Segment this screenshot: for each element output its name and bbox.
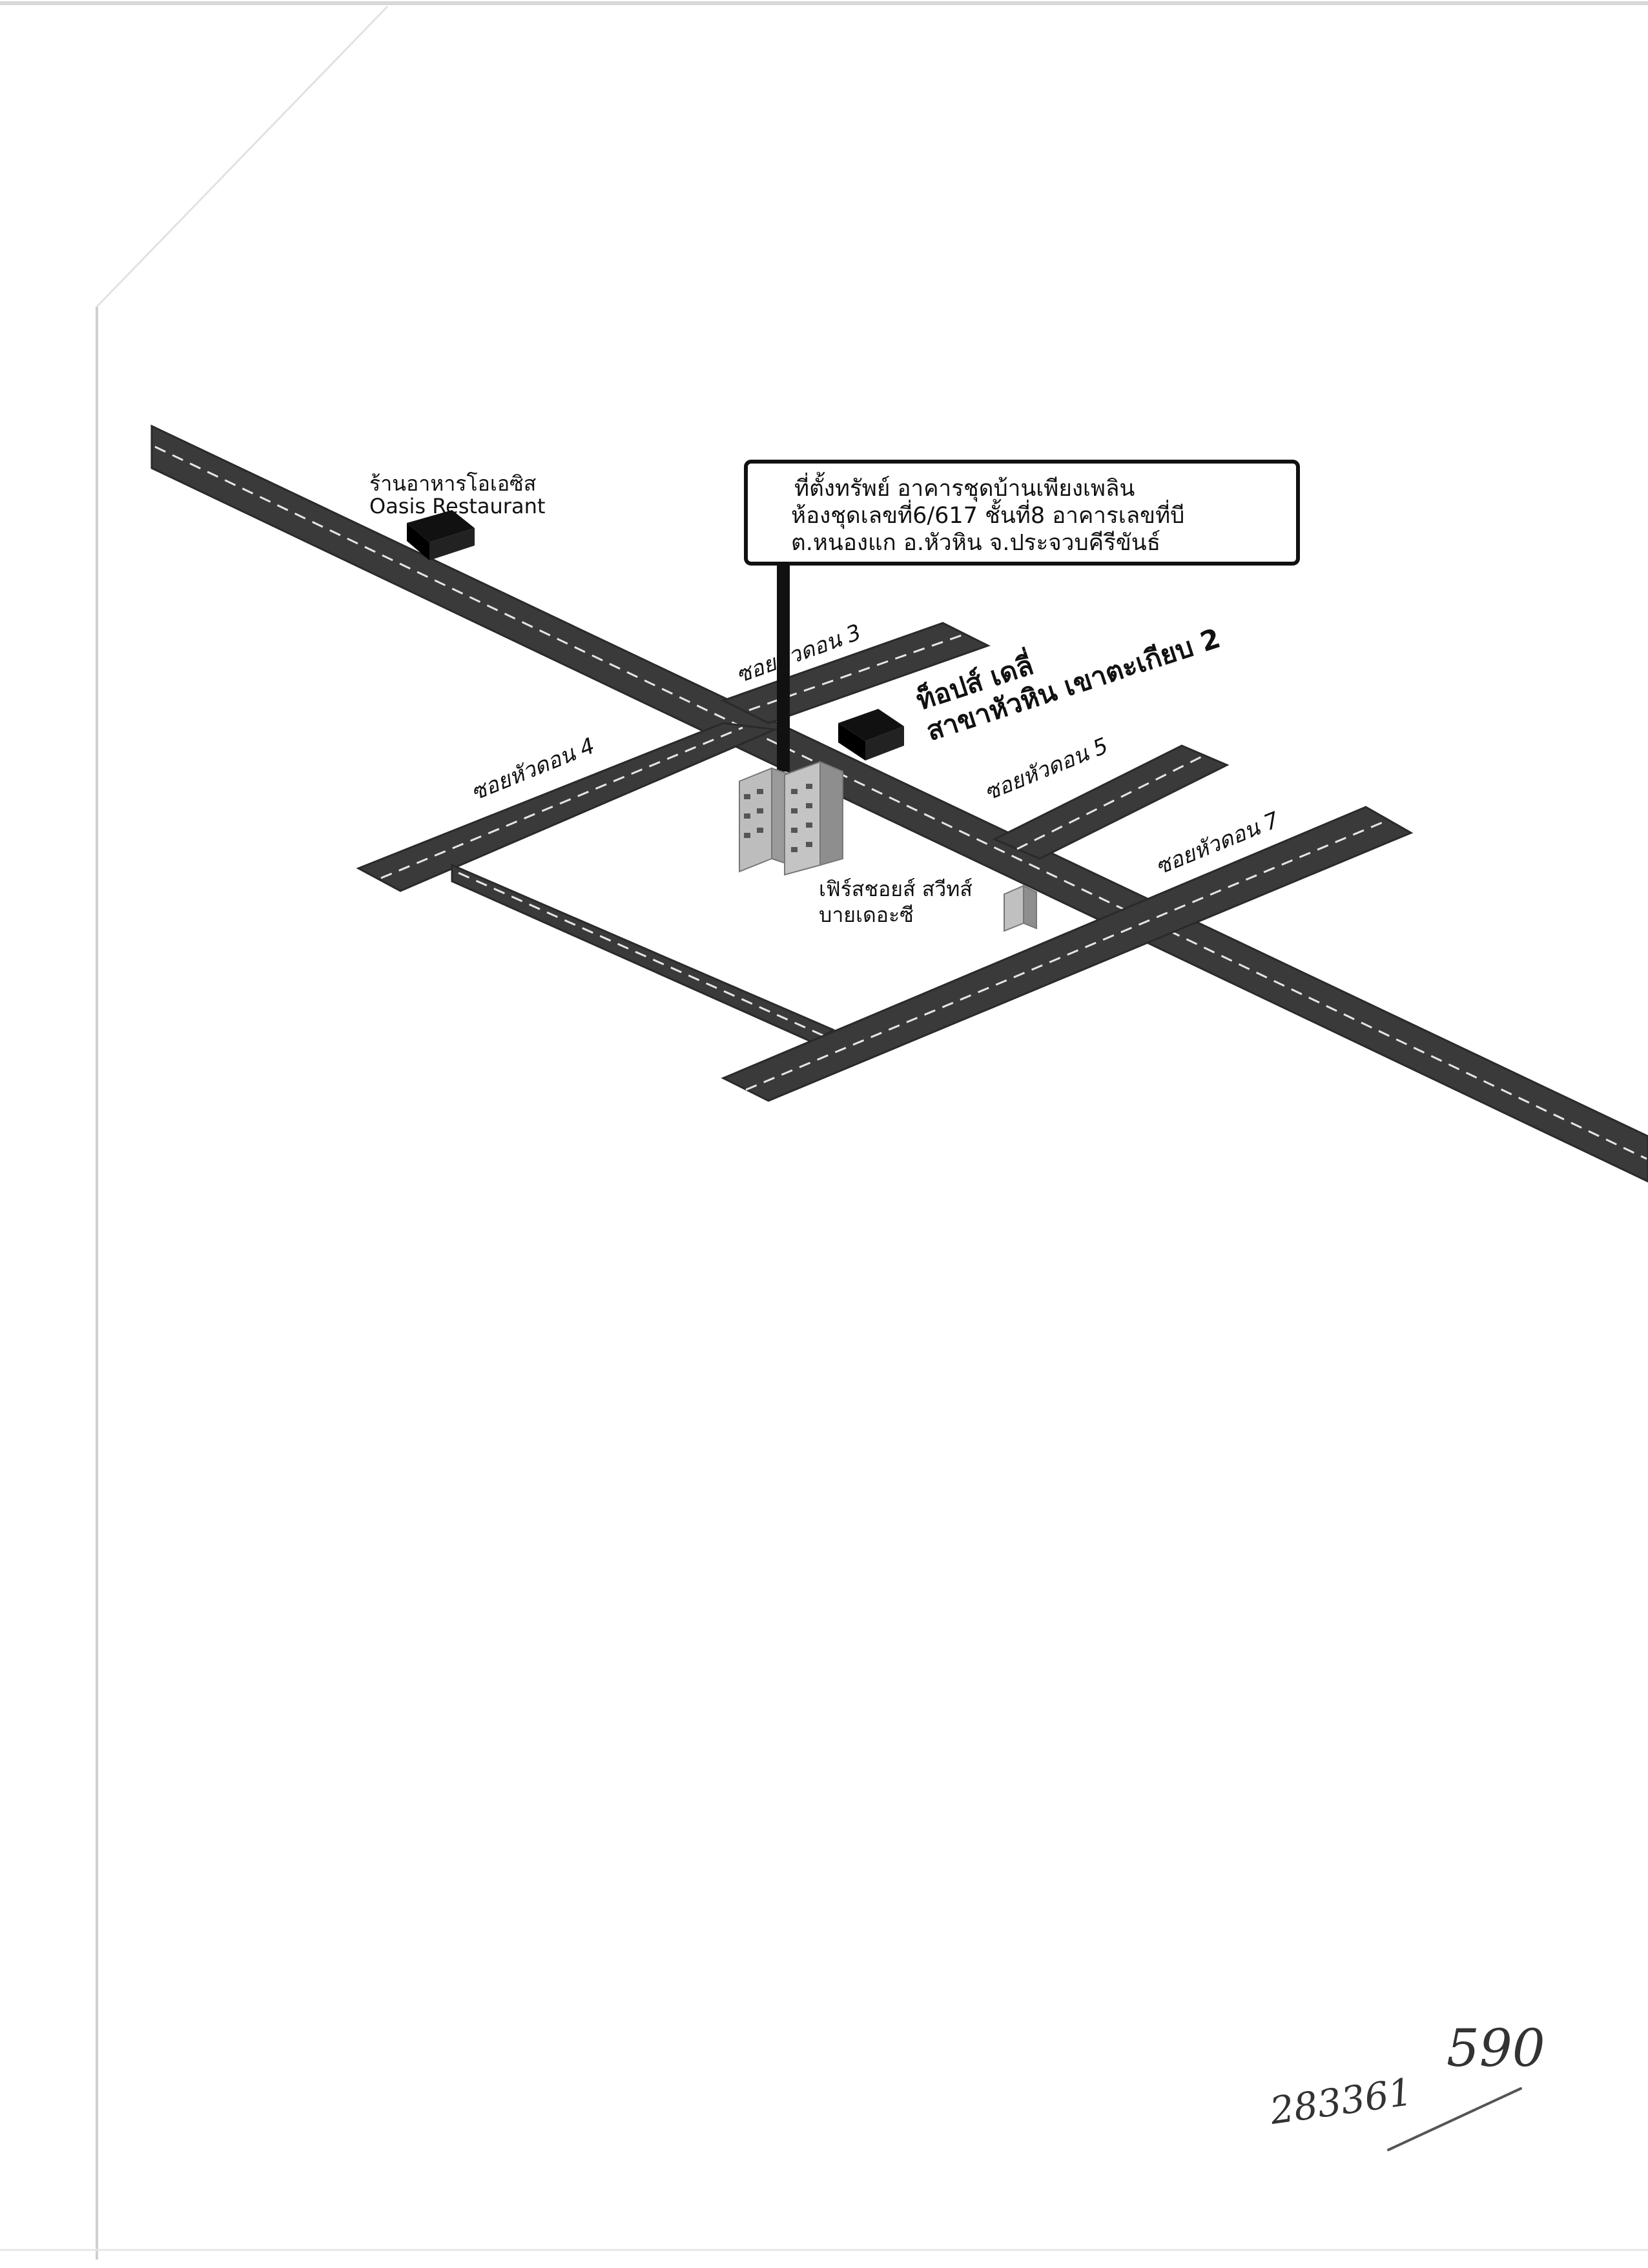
roads xyxy=(150,424,1648,1183)
callout-line-2: ห้องชุดเลขที่6/617 ชั้นที่8 อาคารเลขที่บ… xyxy=(791,498,1184,529)
handwritten-number-a: 283361 xyxy=(1266,2070,1415,2133)
hotel-building-icon xyxy=(1004,884,1037,932)
store-icon xyxy=(838,709,904,761)
oasis-label-en: Oasis Restaurant xyxy=(369,494,545,518)
handwritten-annotation: 283361 590 xyxy=(1266,2018,1545,2151)
first-choice-label-1: เฟิร์สชอยส์ สวีทส์ xyxy=(819,877,973,901)
road-soi-4 xyxy=(356,722,779,892)
callout-pointer xyxy=(777,555,790,771)
first-choice-label-2: บายเดอะซี xyxy=(819,903,914,927)
oasis-restaurant: ร้านอาหารโอเอซิส Oasis Restaurant xyxy=(369,471,545,560)
callout-box: ที่ตั้งทรัพย์ อาคารชุดบ้านเพียงเพลิน ห้อ… xyxy=(744,460,1300,566)
oasis-label-th: ร้านอาหารโอเอซิส xyxy=(369,471,536,496)
restaurant-icon xyxy=(407,510,475,560)
handwritten-number-b: 590 xyxy=(1447,2018,1545,2078)
callout-line-3: ต.หนองแก อ.หัวหิน จ.ประจวบคีรีขันธ์ xyxy=(791,530,1160,556)
condo-building-icon xyxy=(739,761,843,876)
first-choice-suites: เฟิร์สชอยส์ สวีทส์ บายเดอะซี xyxy=(819,877,1037,932)
callout-line-1: ที่ตั้งทรัพย์ อาคารชุดบ้านเพียงเพลิน xyxy=(794,471,1135,502)
handwritten-stroke xyxy=(1387,2087,1522,2151)
